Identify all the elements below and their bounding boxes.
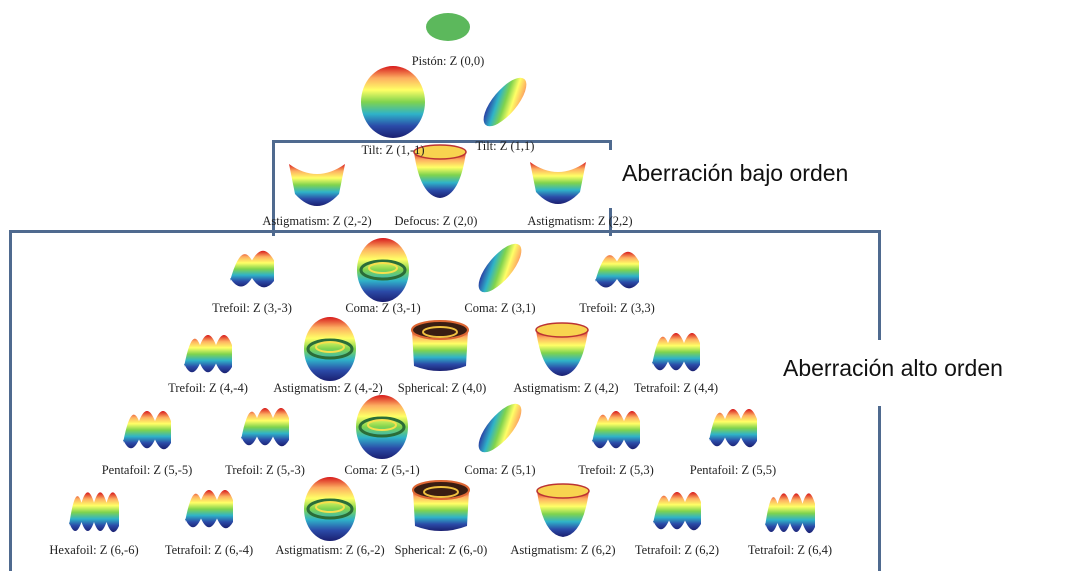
- z-3-m1-label: Coma: Z (3,-1): [345, 301, 421, 315]
- z-6-m2-surface: [304, 477, 356, 541]
- z-5-m1-label: Coma: Z (5,-1): [344, 463, 420, 477]
- z-0-0-label: Pistón: Z (0,0): [411, 54, 485, 68]
- z-4-m4-label: Trefoil: Z (4,-4): [168, 381, 248, 395]
- z-2-2-label: Astigmatism: Z (2,2): [527, 214, 633, 228]
- low-order-label: Aberración bajo orden: [622, 160, 849, 186]
- z-5-5-label: Pentafoil: Z (5,5): [689, 463, 777, 477]
- high-order-box: [9, 230, 881, 571]
- z-3-m1-surface: [357, 238, 409, 302]
- z-2-m2-label: Astigmatism: Z (2,-2): [262, 214, 372, 228]
- z-2-m2-surface: [289, 164, 345, 206]
- z-5-m3-label: Trefoil: Z (5,-3): [225, 463, 305, 477]
- z-1-1-surface: [483, 77, 527, 127]
- z-3-1-label: Coma: Z (3,1): [464, 301, 536, 315]
- z-5-5-surface: [709, 409, 757, 448]
- z-5-m5-label: Pentafoil: Z (5,-5): [101, 463, 193, 477]
- z-1-m1-label: Tilt: Z (1,-1): [361, 143, 425, 157]
- z-2-0-surface: [413, 144, 467, 198]
- z-4-2-surface: [535, 322, 589, 376]
- z-3-1-surface: [478, 243, 522, 293]
- z-6-m4-surface: [185, 490, 233, 529]
- z-5-m3-surface: [241, 408, 289, 447]
- z-2-0-label: Defocus: Z (2,0): [394, 214, 478, 228]
- z-4-4-surface: [652, 333, 700, 372]
- z-1-m1-surface: [361, 66, 425, 138]
- z-5-m5-surface: [123, 411, 171, 450]
- z-2-2-surface: [530, 162, 586, 204]
- high-order-label: Aberración alto orden: [783, 355, 1003, 381]
- z-6-m4-label: Tetrafoil: Z (6,-4): [164, 543, 254, 557]
- z-4-m4-surface: [184, 335, 232, 374]
- z-6-2b-label: Tetrafoil: Z (6,2): [634, 543, 720, 557]
- z-3-3-label: Trefoil: Z (3,3): [579, 301, 655, 315]
- z-4-4-label: Tetrafoil: Z (4,4): [633, 381, 719, 395]
- z-5-m1-surface: [356, 395, 408, 459]
- z-3-m3-surface: [230, 250, 274, 288]
- z-4-m2-label: Astigmatism: Z (4,-2): [273, 381, 383, 395]
- z-6-m6-label: Hexafoil: Z (6,-6): [49, 543, 139, 557]
- z-1-1-label: Tilt: Z (1,1): [475, 139, 535, 153]
- z-6-0-surface: [412, 480, 470, 531]
- z-6-4-surface: [765, 493, 815, 534]
- z-5-3-label: Trefoil: Z (5,3): [578, 463, 654, 477]
- z-6-2a-label: Astigmatism: Z (6,2): [510, 543, 616, 557]
- z-3-3-surface: [595, 251, 639, 289]
- z-4-0-surface: [411, 320, 469, 371]
- low-order-box-gap: [606, 150, 616, 208]
- z-6-4-label: Tetrafoil: Z (6,4): [747, 543, 833, 557]
- z-4-2-label: Astigmatism: Z (4,2): [513, 381, 619, 395]
- z-3-m3-label: Trefoil: Z (3,-3): [212, 301, 292, 315]
- z-4-0-label: Spherical: Z (4,0): [397, 381, 487, 395]
- z-6-m6-surface: [69, 492, 119, 533]
- z-6-m2-label: Astigmatism: Z (6,-2): [275, 543, 385, 557]
- high-order-box-gap: [876, 340, 886, 406]
- z-5-1-surface: [478, 403, 522, 453]
- z-0-0-surface: [426, 13, 470, 41]
- z-5-3-surface: [592, 411, 640, 450]
- z-6-0-label: Spherical: Z (6,-0): [394, 543, 488, 557]
- z-6-2a-surface: [536, 483, 590, 537]
- z-5-1-label: Coma: Z (5,1): [464, 463, 536, 477]
- z-4-m2-surface: [304, 317, 356, 381]
- z-6-2b-surface: [653, 492, 701, 531]
